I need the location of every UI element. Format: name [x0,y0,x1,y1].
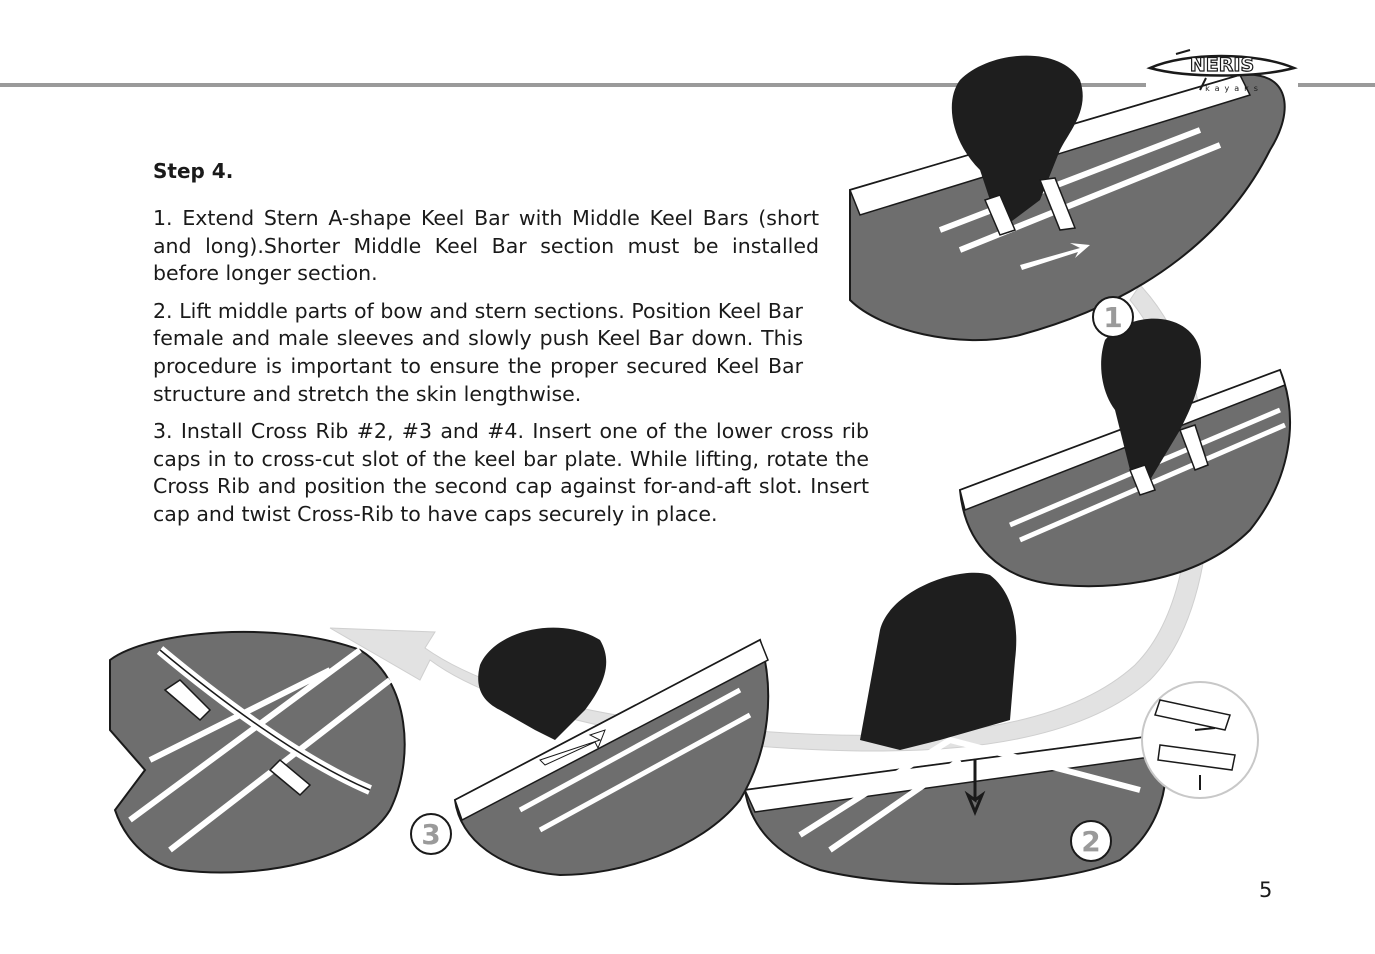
illustration-step-3 [453,627,770,877]
instruction-paragraph-2: 2. Lift middle parts of bow and stern se… [153,298,803,406]
instruction-paragraph-3: 3. Install Cross Rib #2, #3 and #4. Inse… [153,419,869,526]
step-badge-3: 3 [410,813,452,855]
header-rule-left [0,83,1146,87]
step-badge-1: 1 [1092,296,1134,338]
flow-arrow [329,284,1210,752]
illustration-detail-inset [1141,681,1259,799]
step-badge-label: 3 [421,818,440,851]
step-badge-2: 2 [1070,820,1112,862]
illustration-step-1b [958,318,1291,588]
step-title: Step 4. [153,159,234,183]
logo-wordmark: NERIS [1190,54,1254,76]
instructions-text: Step 4. 1. Extend Stern A-shape Keel Bar… [153,157,869,539]
page-number: 5 [1259,878,1273,902]
illustration-step-2 [743,572,1167,885]
instruction-paragraph-1: 1. Extend Stern A-shape Keel Bar with Mi… [153,206,819,286]
logo-tagline: kayaks [1205,84,1263,93]
neris-kayaks-logo: NERIS kayaks [1146,49,1298,93]
illustration-step-1 [848,55,1286,342]
step-badge-label: 1 [1103,301,1122,334]
illustration-step-4 [109,630,406,874]
step-badge-label: 2 [1081,825,1100,858]
header-rule-right [1298,83,1375,87]
